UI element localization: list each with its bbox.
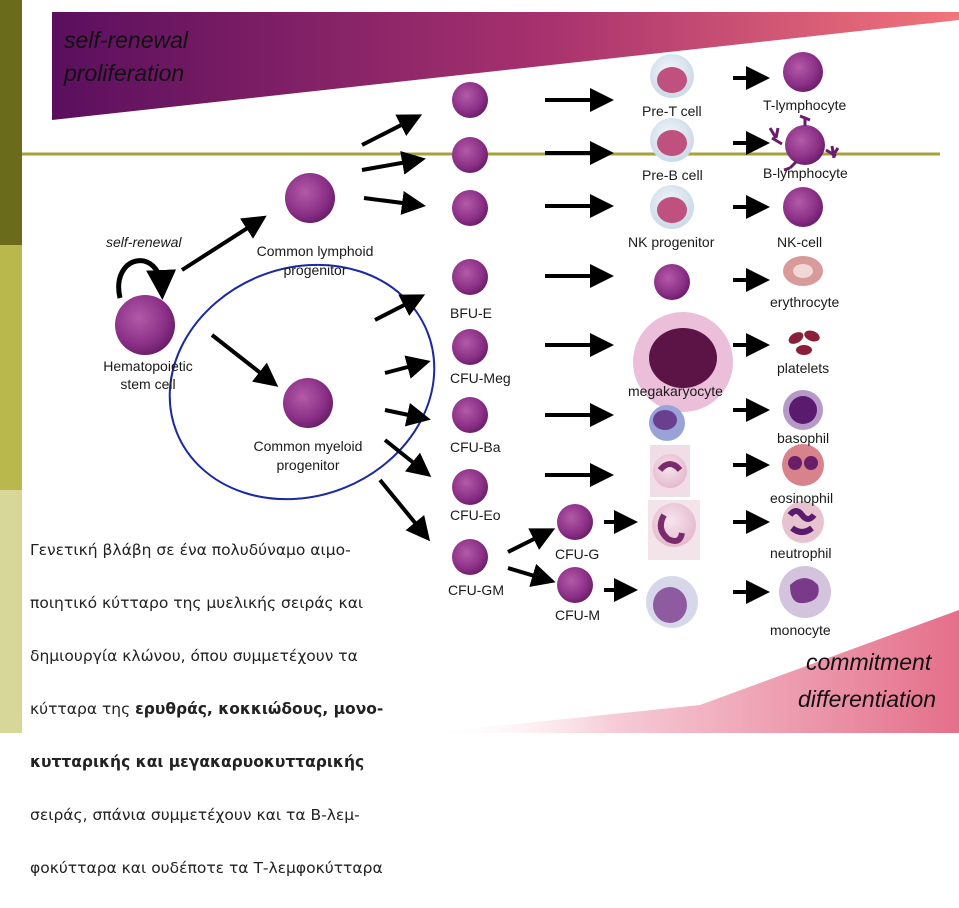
cfu-gm-label: CFU-GM (448, 582, 504, 598)
monocyte-label: monocyte (770, 622, 831, 638)
megakaryocyte-label: megakaryocyte (628, 383, 723, 399)
arrow-clp-2 (361, 150, 426, 175)
cfu-g-cell (557, 504, 593, 540)
note-line-2: ποιητικό κύτταρο της μυελικής σειράς και (30, 593, 364, 612)
erythroid-precursor-cell (654, 264, 690, 300)
arrow-cmp-5 (378, 478, 431, 542)
sidebar-dark-segment (0, 0, 22, 245)
t-lymphocyte-cell (783, 52, 823, 92)
myeloid-ellipse (168, 263, 436, 501)
basophil-precursor-cell (649, 405, 685, 441)
basophil-label: basophil (777, 430, 830, 446)
lymph-prog-cell-1 (452, 82, 488, 118)
cmp-label-line1: Common myeloid (253, 438, 363, 454)
self-renewal-arrow (116, 258, 177, 300)
arrow-cmp-4 (383, 438, 432, 477)
erythrocyte-cell (783, 256, 823, 286)
neutrophil-label: neutrophil (770, 545, 832, 561)
arrow-cmp-2 (384, 355, 431, 379)
cfu-ba-label: CFU-Ba (450, 439, 501, 455)
platelets-cells (788, 330, 820, 355)
eosinophil-precursor-cell (650, 445, 690, 497)
top-banner (52, 12, 959, 120)
eosinophil-cell (782, 444, 824, 486)
genetic-damage-note: Γενετική βλάβη σε ένα πολυδύναμο αιμο- π… (30, 510, 450, 908)
cfu-m-label: CFU-M (555, 607, 601, 623)
pre-b-label: Pre-B cell (642, 167, 703, 183)
note-line-4: κύτταρα της ερυθράς, κοκκιώδους, μονο- (30, 696, 450, 723)
note-line-5: κυτταρικής και μεγακαρυοκυτταρικής (30, 749, 450, 776)
cmp-label-line2: progenitor (276, 457, 340, 473)
arrow-cmp-1 (374, 294, 426, 322)
basophil-cell (783, 390, 823, 430)
sidebar-mid-segment (0, 490, 22, 733)
banner-bottom-line1: commitment (806, 649, 932, 675)
cfu-meg-cell (452, 329, 488, 365)
nk-progenitor-cell (650, 185, 694, 229)
nk-cell-label: NK-cell (777, 234, 823, 250)
cfu-ba-cell (452, 397, 488, 433)
bfu-e-cell (452, 259, 488, 295)
cmp-cell (283, 378, 333, 428)
arrow-gm-g (507, 528, 556, 554)
eosinophil-label: eosinophil (770, 490, 834, 506)
lymph-prog-cell-3 (452, 190, 488, 226)
bfu-e-label: BFU-E (450, 305, 492, 321)
arrow-hsc-cmp (210, 333, 279, 387)
banner-top-line1: self-renewal (64, 27, 188, 53)
nk-progenitor-label: NK progenitor (628, 234, 715, 250)
hsc-label-line2: stem cell (120, 376, 176, 392)
erythrocyte-label: erythrocyte (770, 294, 840, 310)
note-line-7: φοκύτταρα και ουδέποτε τα Τ-λεμφοκύτταρα (30, 858, 383, 877)
cfu-meg-label: CFU-Meg (450, 370, 511, 386)
b-lymphocyte-label: B-lymphocyte (763, 165, 848, 181)
arrow-gm-m (507, 563, 556, 587)
sidebar-light-segment (0, 245, 22, 490)
cfu-g-label: CFU-G (555, 546, 600, 562)
neutrophil-cell (782, 501, 824, 543)
note-line-6: σειράς, σπάνια συμμετέχουν και τα Β-λεμ- (30, 805, 360, 824)
note-line-5-bold: κυτταρικής και μεγακαρυοκυτταρικής (30, 752, 365, 771)
monocyte-cell (779, 566, 831, 618)
arrow-cmp-3 (384, 402, 431, 427)
hematopoiesis-diagram (22, 12, 959, 733)
banner-bottom-line2: differentiation (798, 686, 937, 712)
monocyte-precursor-cell (646, 576, 698, 628)
note-line-4-bold: ερυθράς, κοκκιώδους, μονο- (135, 699, 384, 718)
cfu-eo-cell (452, 469, 488, 505)
cfu-m-cell (557, 567, 593, 603)
note-line-4-plain: κύτταρα της (30, 699, 136, 718)
note-line-3: δημιουργία κλώνου, όπου συμμετέχουν τα (30, 646, 358, 665)
clp-cell (285, 173, 335, 223)
megakaryocyte-cell (633, 312, 733, 412)
pre-b-cell (650, 118, 694, 162)
hsc-label-line1: Hematopoietic (103, 358, 193, 374)
arrow-hsc-clp (180, 215, 267, 272)
arrow-clp-3 (363, 191, 426, 215)
nk-cell (783, 187, 823, 227)
pre-t-cell (650, 54, 694, 98)
clp-label-line1: Common lymphoid (256, 243, 374, 259)
pre-t-label: Pre-T cell (642, 103, 702, 119)
cfu-eo-label: CFU-Eo (450, 507, 501, 523)
t-lymphocyte-label: T-lymphocyte (763, 97, 847, 113)
banner-top-line2: proliferation (64, 60, 185, 86)
hsc-cell (115, 295, 175, 355)
b-lymphocyte-cell (768, 114, 840, 172)
neutrophil-precursor-cell (648, 500, 700, 560)
arrow-clp-1 (361, 114, 423, 147)
bottom-banner (430, 610, 959, 733)
cfu-gm-cell (452, 539, 488, 575)
clp-label-line2: progenitor (283, 262, 347, 278)
note-line-1: Γενετική βλάβη σε ένα πολυδύναμο αιμο- (30, 540, 351, 559)
platelets-label: platelets (777, 360, 830, 376)
self-renewal-label: self-renewal (106, 234, 182, 250)
lymph-prog-cell-2 (452, 137, 488, 173)
